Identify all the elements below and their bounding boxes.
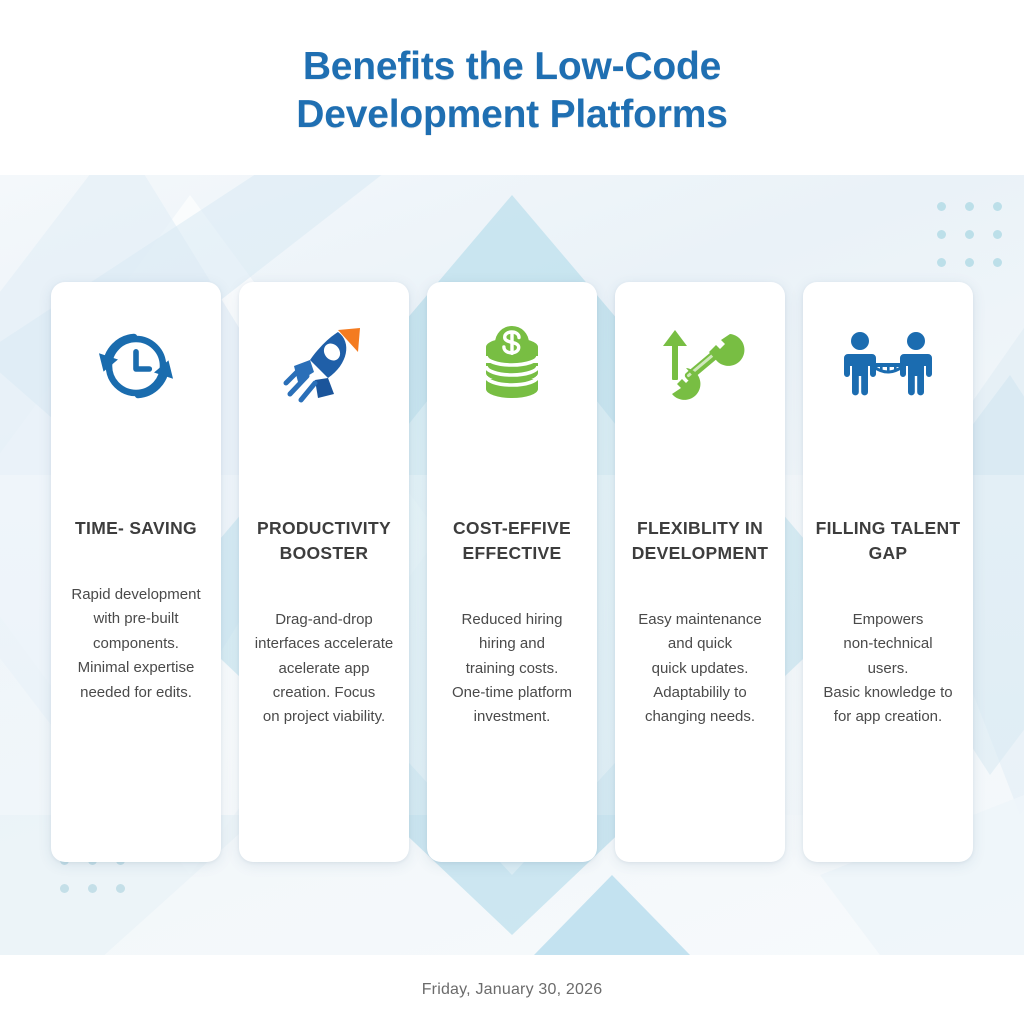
clock-refresh-icon: [92, 320, 180, 412]
dot: [965, 202, 974, 211]
benefit-card-body: Rapid development with pre-built compone…: [71, 585, 201, 701]
benefit-card-body: Empowers non-technical users. Basic know…: [823, 610, 953, 726]
benefit-card-body: Drag-and-drop interfaces accelerate acel…: [254, 610, 394, 726]
benefit-card-time-saving[interactable]: TIME- SAVING Rapid development with pre-…: [51, 282, 221, 862]
benefit-card-row: TIME- SAVING Rapid development with pre-…: [0, 282, 1024, 862]
footer-band: Friday, January 30, 2026: [0, 955, 1024, 1024]
header-band: Benefits the Low-Code Development Platfo…: [0, 0, 1024, 175]
benefit-card-title: COST-EFFIVE EFFECTIVE: [452, 518, 572, 563]
dot: [116, 884, 125, 893]
benefit-card-productivity-booster[interactable]: PRODUCTIVITY BOOSTER Drag-and-drop inter…: [239, 282, 409, 862]
content-band: TIME- SAVING Rapid development with pre-…: [0, 175, 1024, 955]
dot: [993, 202, 1002, 211]
benefit-card-body: Reduced hiring hiring and training costs…: [451, 610, 573, 726]
dot: [937, 202, 946, 211]
benefit-card-flexibility-in-development[interactable]: FLEXIBLITY IN DEVELOPMENT Easy maintenan…: [615, 282, 785, 862]
dot: [937, 258, 946, 267]
benefit-card-title: FILLING TALENT GAP: [815, 518, 961, 563]
people-bridge-icon: [838, 320, 938, 412]
dot: [965, 258, 974, 267]
footer-date: Friday, January 30, 2026: [421, 980, 603, 998]
dot: [937, 230, 946, 239]
page-title: Benefits the Low-Code Development Platfo…: [296, 37, 728, 138]
benefit-card-title: TIME- SAVING: [75, 518, 197, 538]
benefit-card-title: PRODUCTIVITY BOOSTER: [257, 518, 391, 563]
dot: [60, 884, 69, 893]
benefit-card-filling-talent-gap[interactable]: FILLING TALENT GAP Empowers non-technica…: [803, 282, 973, 862]
wrench-up-arrow-icon: [654, 320, 746, 412]
page-title-line-2: Development Platforms: [296, 92, 728, 136]
rocket-icon: [282, 320, 366, 412]
dot: [993, 258, 1002, 267]
benefit-card-title: FLEXIBLITY IN DEVELOPMENT: [631, 518, 769, 563]
dot: [965, 230, 974, 239]
benefit-card-body: Easy maintenance and quick quick updates…: [638, 610, 762, 726]
coin-stack-dollar-icon: [477, 320, 547, 412]
page-title-line-1: Benefits the Low-Code: [302, 44, 722, 88]
dot: [88, 884, 97, 893]
benefit-card-cost-effective[interactable]: COST-EFFIVE EFFECTIVE Reduced hiring hir…: [427, 282, 597, 862]
dot: [993, 230, 1002, 239]
dot-grid-top-right: [937, 202, 1002, 267]
